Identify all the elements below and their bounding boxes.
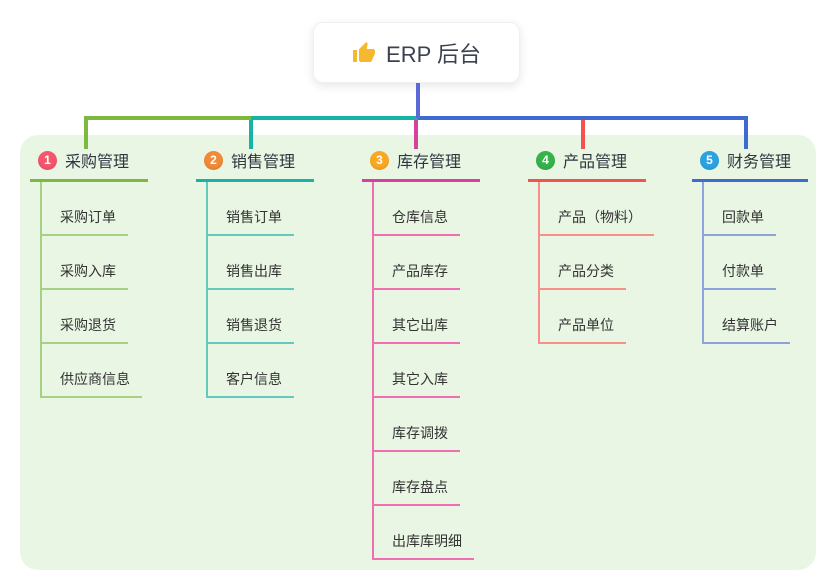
child-node[interactable]: 销售退货: [208, 290, 294, 344]
branch-number-badge: 1: [38, 150, 57, 170]
connector-root-vertical: [416, 83, 420, 118]
child-node[interactable]: 结算账户: [704, 290, 790, 344]
child-node[interactable]: 库存调拨: [374, 398, 460, 452]
child-node[interactable]: 其它入库: [374, 344, 460, 398]
connector-drop-purchase: [84, 116, 88, 149]
connector-horizontal-teal: [251, 116, 418, 120]
branch-children: 产品（物料） 产品分类 产品单位: [538, 182, 654, 344]
child-node[interactable]: 出库库明细: [374, 506, 474, 560]
child-node[interactable]: 供应商信息: [42, 344, 142, 398]
branch-node-sales[interactable]: 2 销售管理: [196, 146, 314, 182]
branch-node-finance[interactable]: 5 财务管理: [692, 146, 808, 182]
child-node[interactable]: 付款单: [704, 236, 776, 290]
child-node[interactable]: 产品单位: [540, 290, 626, 344]
branch-children: 仓库信息 产品库存 其它出库 其它入库 库存调拨 库存盘点 出库库明细: [372, 182, 480, 560]
child-node[interactable]: 销售订单: [208, 182, 294, 236]
branch-purchase: 1 采购管理 采购订单 采购入库 采购退货 供应商信息: [30, 146, 148, 398]
connector-horizontal-green: [84, 116, 251, 120]
branch-inventory: 3 库存管理 仓库信息 产品库存 其它出库 其它入库 库存调拨 库存盘点 出库库…: [362, 146, 480, 560]
child-node[interactable]: 销售出库: [208, 236, 294, 290]
connector-drop-finance: [744, 116, 748, 149]
connector-horizontal-blue: [418, 116, 748, 120]
branch-children: 回款单 付款单 结算账户: [702, 182, 808, 344]
connector-drop-product: [581, 116, 585, 149]
branch-number-badge: 2: [204, 150, 223, 170]
child-node[interactable]: 产品分类: [540, 236, 626, 290]
child-node[interactable]: 客户信息: [208, 344, 294, 398]
branch-label: 销售管理: [231, 154, 296, 171]
branch-label: 产品管理: [563, 154, 628, 171]
child-node[interactable]: 产品库存: [374, 236, 460, 290]
branch-node-product[interactable]: 4 产品管理: [528, 146, 646, 182]
root-node[interactable]: ERP 后台: [313, 22, 520, 83]
branch-sales: 2 销售管理 销售订单 销售出库 销售退货 客户信息: [196, 146, 314, 398]
branch-number-badge: 3: [370, 150, 389, 170]
child-node[interactable]: 回款单: [704, 182, 776, 236]
root-label: ERP 后台: [386, 41, 481, 67]
connector-drop-sales: [249, 116, 253, 149]
child-node[interactable]: 产品（物料）: [540, 182, 654, 236]
branch-finance: 5 财务管理 回款单 付款单 结算账户: [692, 146, 808, 344]
child-node[interactable]: 采购退货: [42, 290, 128, 344]
branch-children: 销售订单 销售出库 销售退货 客户信息: [206, 182, 314, 398]
thumbs-up-icon: [352, 41, 376, 65]
mindmap-panel: [20, 135, 816, 570]
child-node[interactable]: 采购订单: [42, 182, 128, 236]
child-node[interactable]: 其它出库: [374, 290, 460, 344]
branch-number-badge: 4: [536, 150, 555, 170]
child-node[interactable]: 仓库信息: [374, 182, 460, 236]
branch-node-inventory[interactable]: 3 库存管理: [362, 146, 480, 182]
connector-drop-inventory: [414, 116, 418, 149]
branch-product: 4 产品管理 产品（物料） 产品分类 产品单位: [528, 146, 654, 344]
branch-number-badge: 5: [700, 150, 719, 170]
branch-label: 财务管理: [727, 154, 792, 171]
child-node[interactable]: 采购入库: [42, 236, 128, 290]
branch-label: 库存管理: [397, 154, 462, 171]
child-node[interactable]: 库存盘点: [374, 452, 460, 506]
branch-node-purchase[interactable]: 1 采购管理: [30, 146, 148, 182]
branch-children: 采购订单 采购入库 采购退货 供应商信息: [40, 182, 148, 398]
branch-label: 采购管理: [65, 154, 130, 171]
